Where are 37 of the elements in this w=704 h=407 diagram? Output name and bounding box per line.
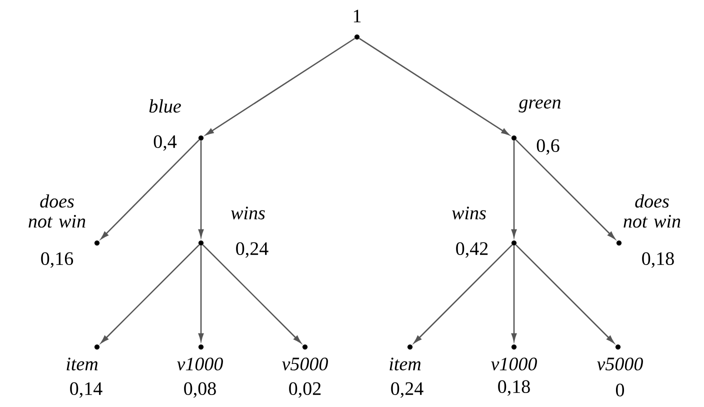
branch-label: does not win [28,194,86,228]
arrow [414,244,513,344]
arrow [202,244,302,344]
probability-label: 1 [354,10,361,22]
arrow [358,38,510,136]
arrow [511,246,517,342]
probability-label: 0,24 [391,382,424,398]
probability-label: 0,18 [642,252,674,268]
arrow [511,140,517,238]
arrow [515,139,616,240]
branch-label: v1000 [491,358,537,370]
probability-label: 0,02 [289,382,321,398]
probability-label: 0,08 [184,382,216,398]
branch-label: v5000 [282,358,328,370]
probability-label: 0,6 [536,139,560,155]
arrow [206,38,356,136]
branch-label: v5000 [597,358,643,370]
probability-label: 0,18 [498,380,530,396]
branch-label: wins [452,206,486,220]
arrow [198,140,204,238]
probability-label: 0,24 [236,242,268,258]
branch-label: item [390,358,421,370]
branch-label: does not win [624,194,680,228]
probability-label: 0,4 [154,135,177,151]
arrow [100,244,200,344]
branch-label: item [66,358,98,370]
probability-label: 0,14 [70,382,102,398]
branch-label: v1000 [177,358,223,370]
probability-label: 0,16 [41,252,74,268]
arrow [515,244,614,344]
arrow [100,140,200,240]
branch-label: wins [231,206,265,220]
probability-label: 0,42 [456,242,488,258]
branch-label: green [518,100,560,112]
probability-label: 0 [616,384,624,396]
arrow [198,246,204,342]
branch-label: blue [149,99,181,113]
